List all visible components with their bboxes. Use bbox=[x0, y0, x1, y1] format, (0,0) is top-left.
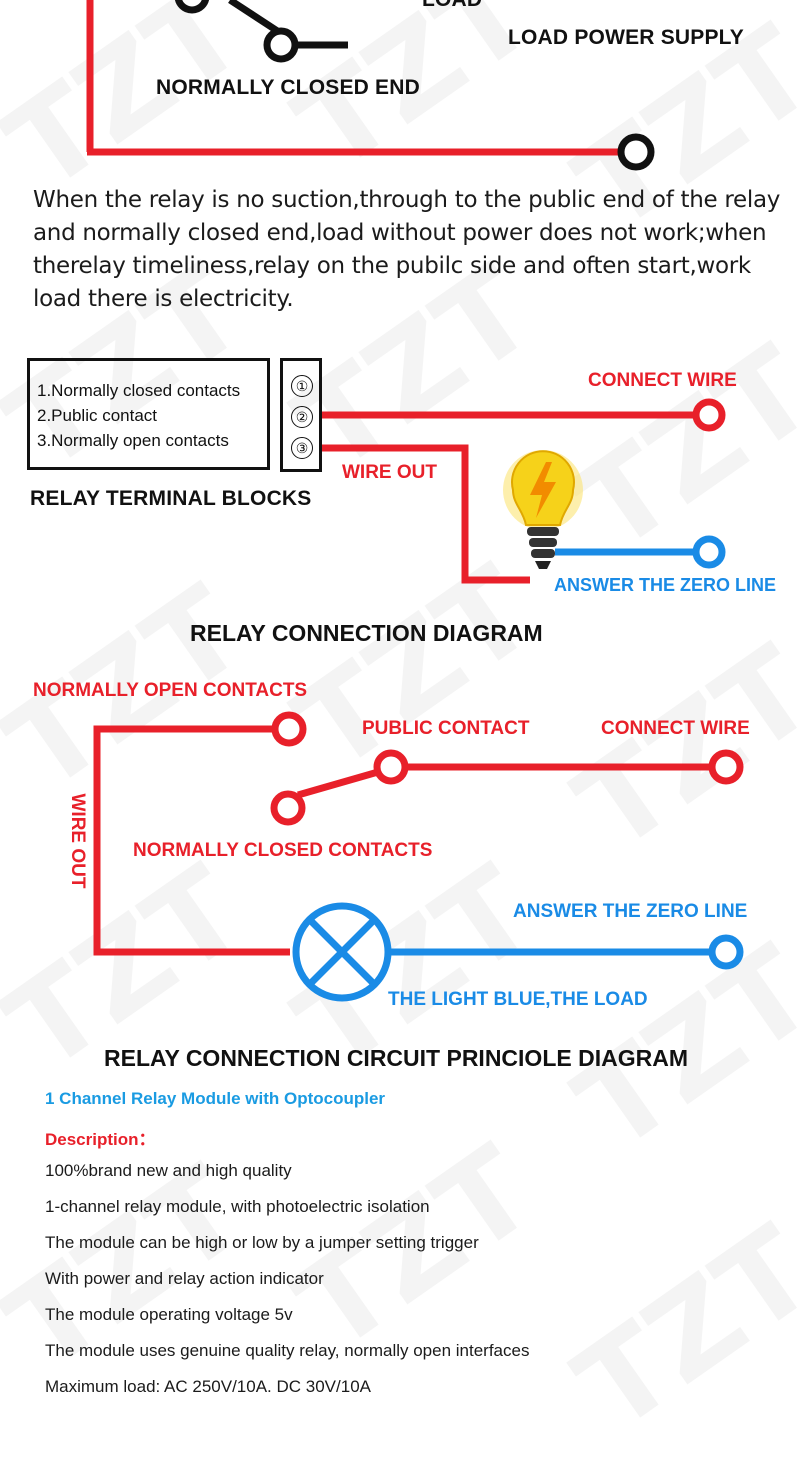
normally-closed-terminal bbox=[270, 790, 306, 826]
circuit-diagram-title: RELAY CONNECTION CIRCUIT PRINCIOLE DIAGR… bbox=[104, 1045, 688, 1071]
wire-out-vertical-label: WIRE OUT bbox=[67, 793, 88, 889]
explanation-paragraph: When the relay is no suction,through to … bbox=[33, 187, 781, 312]
relay-switch-lever bbox=[297, 768, 379, 799]
connect-wire-label: CONNECT WIRE bbox=[601, 718, 750, 739]
terminal-number: ③ bbox=[291, 437, 313, 459]
description-label: Description： bbox=[45, 1130, 156, 1149]
terminal-description-box: 1.Normally closed contacts 2.Public cont… bbox=[27, 358, 270, 470]
load-power-supply-label: LOAD POWER SUPPLY bbox=[508, 26, 744, 49]
product-title: 1 Channel Relay Module with Optocoupler bbox=[45, 1089, 386, 1108]
watermark: TZT bbox=[553, 1201, 800, 1458]
light-bulb-icon bbox=[503, 450, 583, 569]
list-item: The module uses genuine quality relay, n… bbox=[45, 1341, 530, 1360]
public-contact-terminal bbox=[373, 749, 409, 785]
list-item: Maximum load: AC 250V/10A. DC 30V/10A bbox=[45, 1377, 371, 1396]
zero-line-label: ANSWER THE ZERO LINE bbox=[513, 901, 748, 922]
top-contact bbox=[174, 0, 210, 14]
red-wire-terminal-3 bbox=[322, 444, 530, 584]
normally-closed-end-label: NORMALLY CLOSED END bbox=[156, 76, 420, 99]
power-terminal bbox=[617, 133, 655, 171]
relay-terminal-blocks-label: RELAY TERMINAL BLOCKS bbox=[30, 487, 312, 510]
top-wiring bbox=[86, 0, 655, 171]
list-item: The module can be high or low by a jumpe… bbox=[45, 1233, 479, 1252]
public-contact-label: PUBLIC CONTACT bbox=[362, 718, 530, 739]
terminal-number: ② bbox=[291, 406, 313, 428]
description-list: 100%brand new and high quality 1-channel… bbox=[45, 1159, 529, 1411]
normally-closed-contact bbox=[263, 27, 299, 63]
connect-wire-terminal bbox=[692, 398, 726, 432]
list-item: 1-channel relay module, with photoelectr… bbox=[45, 1197, 430, 1216]
red-wire-normally-open bbox=[93, 725, 290, 956]
terminal-number: ① bbox=[291, 375, 313, 397]
terminal-item: 2.Public contact bbox=[37, 406, 158, 425]
connect-wire-label: CONNECT WIRE bbox=[588, 370, 737, 391]
terminal-number-block: ① ② ③ bbox=[280, 358, 322, 472]
terminal-item: 3.Normally open contacts bbox=[37, 431, 229, 450]
normally-open-contacts-label: NORMALLY OPEN CONTACTS bbox=[33, 680, 308, 701]
terminal-wiring bbox=[322, 398, 726, 584]
zero-line-label: ANSWER THE ZERO LINE bbox=[554, 575, 777, 595]
zero-line-terminal bbox=[708, 934, 744, 970]
zero-line-terminal bbox=[692, 535, 726, 569]
terminal-item: 1.Normally closed contacts bbox=[37, 381, 241, 400]
normally-closed-contacts-label: NORMALLY CLOSED CONTACTS bbox=[133, 840, 433, 861]
normally-open-terminal bbox=[271, 711, 307, 747]
load-label: LOAD bbox=[422, 0, 482, 12]
wire-out-label: WIRE OUT bbox=[342, 462, 437, 483]
list-item: With power and relay action indicator bbox=[45, 1269, 324, 1288]
list-item: The module operating voltage 5v bbox=[45, 1305, 293, 1324]
relay-connection-diagram-title: RELAY CONNECTION DIAGRAM bbox=[190, 620, 543, 646]
list-item: 100%brand new and high quality bbox=[45, 1161, 292, 1180]
circuit-wiring bbox=[93, 711, 744, 1002]
switch-lever bbox=[228, 0, 284, 37]
light-load-label: THE LIGHT BLUE,THE LOAD bbox=[388, 989, 648, 1010]
connect-wire-terminal bbox=[708, 749, 744, 785]
